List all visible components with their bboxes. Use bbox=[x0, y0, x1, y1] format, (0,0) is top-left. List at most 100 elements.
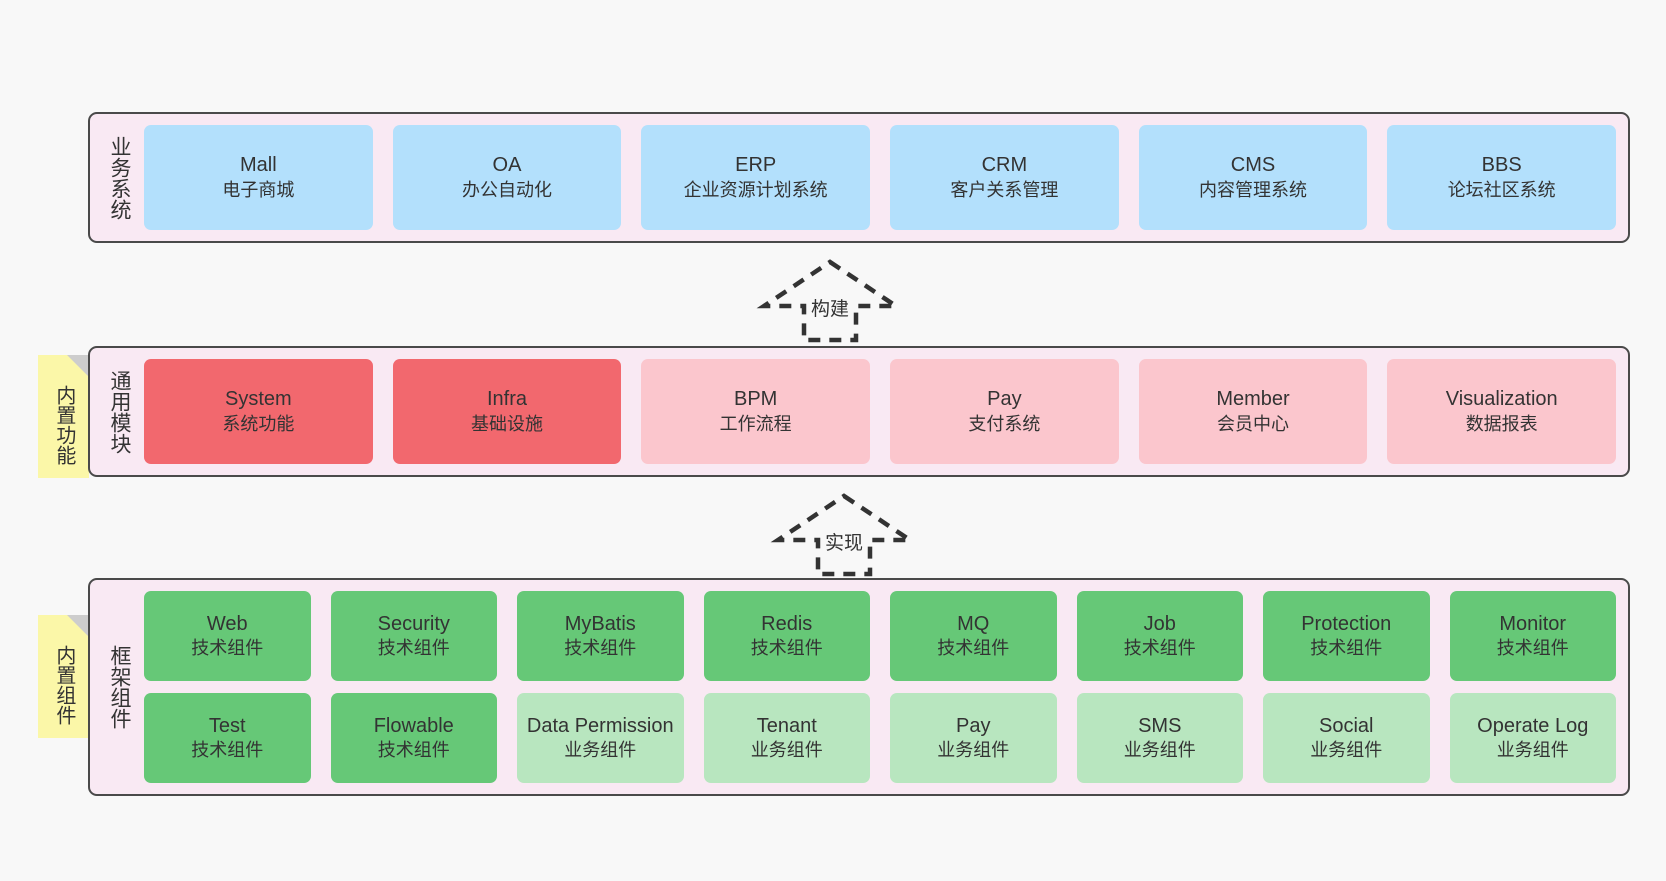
card-mybatis[interactable]: MyBatis 技术组件 bbox=[517, 591, 684, 681]
card-row: Mall 电子商城 OA 办公自动化 ERP 企业资源计划系统 CRM 客户关系… bbox=[144, 125, 1617, 230]
layer-title-framework-component: 框架组件 bbox=[107, 645, 131, 729]
card-subtitle: 技术组件 bbox=[191, 638, 264, 659]
card-title: OA bbox=[492, 154, 522, 177]
card-title: MyBatis bbox=[564, 612, 636, 635]
sticky-note-label: 内置组件 bbox=[52, 644, 75, 725]
card-cms[interactable]: CMS 内容管理系统 bbox=[1138, 125, 1368, 230]
card-visualization[interactable]: Visualization 数据报表 bbox=[1387, 359, 1617, 464]
sticky-note-builtin-components: 内置组件 bbox=[38, 615, 89, 738]
card-title: Security bbox=[377, 612, 450, 635]
card-redis[interactable]: Redis 技术组件 bbox=[703, 591, 870, 681]
card-title: Pay bbox=[956, 714, 991, 737]
card-subtitle: 基础设施 bbox=[471, 413, 543, 434]
card-title: SMS bbox=[1138, 714, 1182, 737]
card-subtitle: 企业资源计划系统 bbox=[683, 179, 828, 200]
card-bpm[interactable]: BPM 工作流程 bbox=[641, 359, 871, 464]
card-social[interactable]: Social 业务组件 bbox=[1263, 693, 1430, 783]
card-system[interactable]: System 系统功能 bbox=[144, 359, 373, 464]
card-title: Tenant bbox=[756, 714, 817, 737]
card-subtitle: 技术组件 bbox=[1310, 638, 1383, 659]
card-title: BPM bbox=[734, 388, 778, 411]
card-title: Job bbox=[1143, 612, 1176, 635]
card-subtitle: 电子商城 bbox=[222, 179, 295, 200]
card-bbs[interactable]: BBS 论坛社区系统 bbox=[1387, 125, 1617, 230]
card-subtitle: 会员中心 bbox=[1217, 413, 1290, 434]
sticky-note-builtin-features: 内置功能 bbox=[38, 355, 89, 478]
connector-build-label: 构建 bbox=[807, 294, 853, 321]
card-title: Operate Log bbox=[1477, 714, 1589, 737]
card-pay-business[interactable]: Pay 业务组件 bbox=[890, 693, 1057, 783]
card-title: MQ bbox=[957, 612, 990, 635]
card-title: Social bbox=[1319, 714, 1374, 737]
card-title: Member bbox=[1216, 388, 1290, 411]
connector-implement-shape bbox=[770, 493, 918, 577]
card-erp[interactable]: ERP 企业资源计划系统 bbox=[641, 125, 871, 230]
card-mall[interactable]: Mall 电子商城 bbox=[144, 125, 373, 230]
card-subtitle: 内容管理系统 bbox=[1199, 179, 1308, 200]
card-subtitle: 支付系统 bbox=[968, 413, 1041, 434]
card-mq[interactable]: MQ 技术组件 bbox=[890, 591, 1057, 681]
card-oa[interactable]: OA 办公自动化 bbox=[392, 125, 622, 230]
card-row: System 系统功能 Infra 基础设施 BPM 工作流程 Pay 支付系统… bbox=[144, 359, 1617, 464]
card-title: Test bbox=[208, 714, 246, 737]
connector-build: 构建 bbox=[756, 258, 904, 344]
card-title: Data Permission bbox=[526, 714, 674, 737]
card-row: Web 技术组件 Security 技术组件 MyBatis 技术组件 Redi… bbox=[144, 591, 1616, 681]
card-subtitle: 业务组件 bbox=[937, 740, 1010, 761]
card-subtitle: 论坛社区系统 bbox=[1447, 179, 1556, 200]
layer-body-common-module: System 系统功能 Infra 基础设施 BPM 工作流程 Pay 支付系统… bbox=[144, 359, 1617, 464]
card-subtitle: 业务组件 bbox=[564, 740, 637, 761]
card-subtitle: 数据报表 bbox=[1465, 413, 1538, 434]
card-operate-log[interactable]: Operate Log 业务组件 bbox=[1449, 693, 1616, 783]
card-subtitle: 系统功能 bbox=[222, 413, 295, 434]
card-job[interactable]: Job 技术组件 bbox=[1076, 591, 1243, 681]
card-web[interactable]: Web 技术组件 bbox=[144, 591, 311, 681]
card-title: Protection bbox=[1301, 612, 1392, 635]
card-subtitle: 技术组件 bbox=[191, 740, 264, 761]
card-test[interactable]: Test 技术组件 bbox=[144, 693, 311, 783]
connector-implement: 实现 bbox=[770, 492, 918, 578]
card-title: Mall bbox=[240, 154, 277, 177]
layer-title-business-system: 业务系统 bbox=[107, 135, 131, 220]
card-title: CRM bbox=[981, 154, 1028, 177]
card-subtitle: 技术组件 bbox=[750, 638, 823, 659]
card-title: Web bbox=[206, 612, 248, 635]
card-subtitle: 技术组件 bbox=[937, 638, 1010, 659]
card-sms[interactable]: SMS 业务组件 bbox=[1076, 693, 1243, 783]
card-subtitle: 业务组件 bbox=[1123, 740, 1196, 761]
card-title: Redis bbox=[761, 612, 813, 635]
layer-framework-component: 框架组件 Web 技术组件 Security 技术组件 MyBatis 技术组件… bbox=[88, 578, 1630, 796]
card-pay[interactable]: Pay 支付系统 bbox=[890, 359, 1119, 464]
card-subtitle: 业务组件 bbox=[750, 740, 823, 761]
card-title: BBS bbox=[1481, 154, 1522, 177]
card-subtitle: 业务组件 bbox=[1496, 740, 1569, 761]
card-flowable[interactable]: Flowable 技术组件 bbox=[330, 693, 497, 783]
card-title: ERP bbox=[735, 154, 777, 177]
connector-implement-label: 实现 bbox=[821, 528, 867, 555]
card-title: Visualization bbox=[1445, 388, 1558, 411]
card-protection[interactable]: Protection 技术组件 bbox=[1263, 591, 1430, 681]
connector-build-shape bbox=[756, 259, 904, 343]
layer-body-business-system: Mall 电子商城 OA 办公自动化 ERP 企业资源计划系统 CRM 客户关系… bbox=[144, 125, 1617, 230]
card-tenant[interactable]: Tenant 业务组件 bbox=[703, 693, 870, 783]
card-title: Pay bbox=[987, 388, 1022, 411]
card-subtitle: 业务组件 bbox=[1310, 740, 1383, 761]
card-row: Test 技术组件 Flowable 技术组件 Data Permission … bbox=[144, 693, 1616, 783]
card-monitor[interactable]: Monitor 技术组件 bbox=[1449, 591, 1616, 681]
card-subtitle: 技术组件 bbox=[377, 638, 450, 659]
layer-title-common-module: 通用模块 bbox=[107, 369, 131, 454]
card-member[interactable]: Member 会员中心 bbox=[1138, 359, 1368, 464]
card-security[interactable]: Security 技术组件 bbox=[330, 591, 497, 681]
card-subtitle: 技术组件 bbox=[1496, 638, 1569, 659]
card-title: Infra bbox=[486, 388, 528, 411]
card-subtitle: 技术组件 bbox=[377, 740, 450, 761]
card-subtitle: 客户关系管理 bbox=[950, 179, 1059, 200]
card-title: CMS bbox=[1230, 154, 1276, 177]
sticky-note-label: 内置功能 bbox=[52, 384, 75, 465]
card-title: Monitor bbox=[1499, 612, 1567, 635]
card-crm[interactable]: CRM 客户关系管理 bbox=[890, 125, 1119, 230]
card-data-permission[interactable]: Data Permission 业务组件 bbox=[517, 693, 684, 783]
sticky-fold-icon bbox=[67, 615, 89, 637]
card-infra[interactable]: Infra 基础设施 bbox=[392, 359, 622, 464]
